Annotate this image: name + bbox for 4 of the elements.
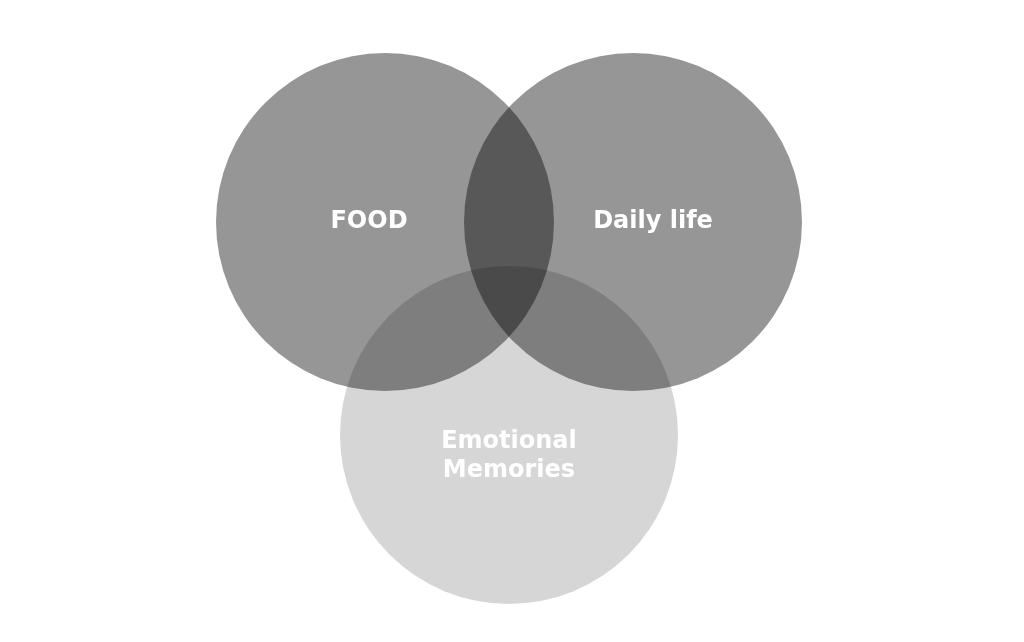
circle-label: FOOD (329, 205, 409, 235)
circle-label: Daily life (592, 205, 714, 235)
venn-circle (464, 53, 802, 391)
venn-circle (340, 266, 678, 604)
